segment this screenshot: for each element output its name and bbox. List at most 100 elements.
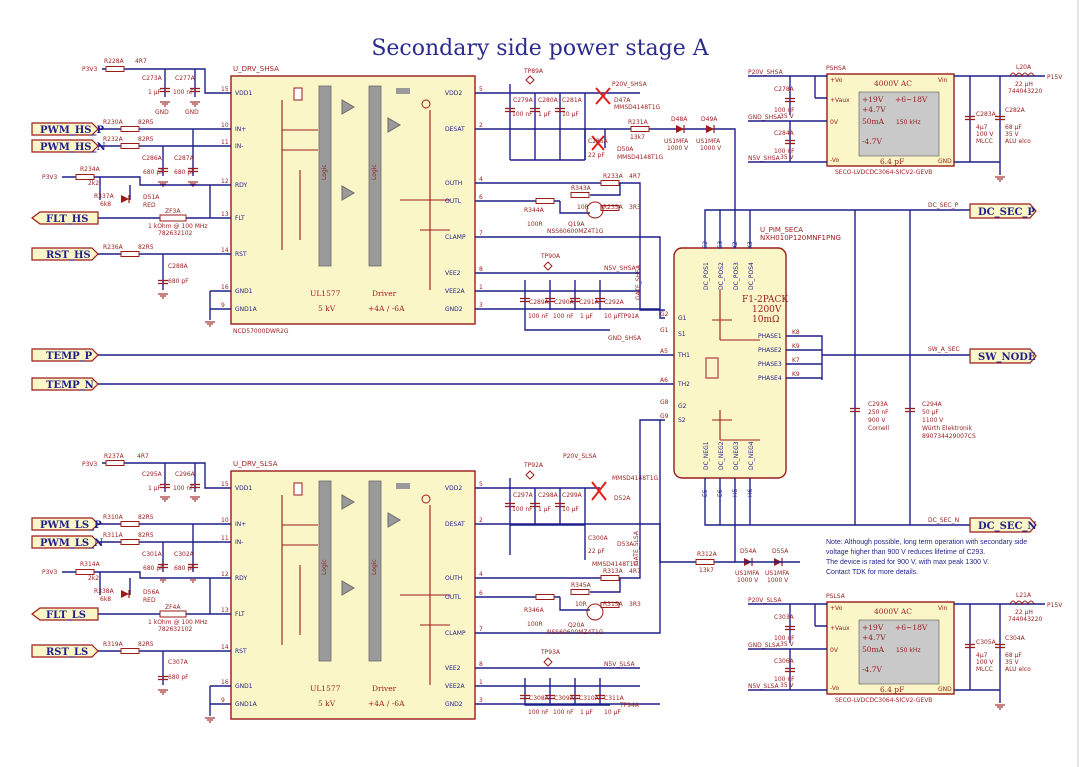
port-temp-p[interactable]: TEMP_P <box>31 348 99 362</box>
dc-sec-n-net: DC_SEC_N <box>928 517 959 524</box>
transistor-icon <box>586 201 604 219</box>
port-sw-node[interactable]: SW_NODE <box>969 348 1037 364</box>
port-flt-ls[interactable]: FLT_LS <box>31 607 99 621</box>
pullup-resistor <box>293 482 303 496</box>
port-label: DC_SEC_N <box>978 521 1037 532</box>
c293-value: 250 nF <box>868 409 889 416</box>
driver-pin-label: IN+ <box>235 521 246 528</box>
ls-input-network: P3V3 R237A 4R7 C295A 1 µF C296A 100 nF R… <box>42 453 231 723</box>
port-label: TEMP_N <box>46 380 94 391</box>
dcdc-pin-label: GND <box>938 158 952 165</box>
buffer-icon <box>341 494 355 510</box>
d51-value: RED <box>143 202 156 209</box>
r234-value: 2k2 <box>88 180 99 187</box>
tp90a-label: TP90A <box>540 253 561 260</box>
r310-value: 82R5 <box>138 514 154 521</box>
port-pwm-ls-n[interactable]: PWM_LS_N <box>31 535 103 549</box>
gnd-label: GND <box>155 109 169 116</box>
c311-value: 10 µF <box>604 709 621 716</box>
port-dc-sec-n[interactable]: DC_SEC_N <box>969 517 1037 533</box>
driver-pin-number: 3 <box>479 302 483 309</box>
p3v3-label: P3V3 <box>42 174 58 181</box>
c282-type: ALU elco <box>1005 138 1031 145</box>
dcdc-ls-i50: 50mA <box>862 645 885 654</box>
driver-pin-number: 7 <box>479 230 483 237</box>
r344-value: 100R <box>527 221 543 228</box>
driver-pin-number: 11 <box>221 535 229 542</box>
driver-pin-label: VEE2 <box>445 270 461 277</box>
comparator-icon <box>387 117 401 133</box>
port-dc-sec-p[interactable]: DC_SEC_P <box>969 203 1037 219</box>
port-rst-hs[interactable]: RST_HS <box>31 247 99 261</box>
port-rst-ls[interactable]: RST_LS <box>31 644 99 658</box>
c273-ref: C273A <box>142 75 163 82</box>
driver-hs-logic-label: Logic <box>321 164 328 180</box>
d48-value: 1000 V <box>667 145 689 152</box>
dcdc-pin-label: 0V <box>830 647 839 654</box>
dcdc-hs-v47p: +4.7V <box>862 105 886 114</box>
dcdc-hs: 4000V AC +Vo +Vaux 0V -Vo Vin GND +19V +… <box>748 64 1063 182</box>
driver-pin-number: 5 <box>479 481 483 488</box>
pullup-resistor <box>293 87 303 101</box>
c304-ref: C304A <box>1005 635 1026 642</box>
c287-value: 680 pF <box>174 169 195 176</box>
r232-value: 82R5 <box>138 136 154 143</box>
driver-pin-number: 8 <box>479 661 483 668</box>
port-temp-n[interactable]: TEMP_N <box>31 377 99 391</box>
module-pin-label: DC_NEG4 <box>748 441 755 470</box>
dcdc-pin-label: +Vaux <box>830 97 850 104</box>
r338-ref: R338A <box>94 588 115 595</box>
d54-value: 1000 V <box>737 577 759 584</box>
driver-pin-number: 12 <box>221 571 229 578</box>
r237-ref: R237A <box>104 453 125 460</box>
power-module: U_PIM_SECA NXH010P120MNF1PNG F1-2PACK 12… <box>660 226 841 497</box>
dcdc-hs-range: +6~18V <box>895 95 928 104</box>
dnp-cross-icon <box>591 135 605 151</box>
driver-pin-label: GND1 <box>235 288 253 295</box>
power-module-body <box>673 247 787 479</box>
c294-value: 50 µF <box>922 409 939 416</box>
hs-input-network: P3V3 R228A 4R7 C273A 1 µF C277A 100 nF G… <box>42 58 231 327</box>
r236-ref: R236A <box>103 244 124 251</box>
dnp-cross-icon <box>591 481 607 501</box>
module-pin-number: G2 <box>660 311 669 318</box>
p20v-shsa-label: P20V_SHSA <box>612 81 648 88</box>
c291-ref: C291A <box>579 299 600 306</box>
c280-ref: C280A <box>538 97 559 104</box>
driver-pin-label: VEE2 <box>445 665 461 672</box>
r315-value: 3R3 <box>629 601 641 608</box>
r233-ref: R233A <box>603 173 624 180</box>
transistor-icon <box>586 603 604 621</box>
gnd-slsa-label: GND_SLSA <box>748 642 781 649</box>
r232-ref: R232A <box>103 136 124 143</box>
dcdc-ls-block <box>858 619 940 685</box>
port-flt-hs[interactable]: FLT_HS <box>31 211 99 225</box>
port-pwm-hs-p[interactable]: PWM_HS_P <box>31 122 104 136</box>
driver-pin-number: 16 <box>221 679 229 686</box>
driver-pin-number: 13 <box>221 211 229 218</box>
current-source-icon <box>421 99 431 109</box>
driver-pin-label: IN+ <box>235 126 246 133</box>
c282-ref: C282A <box>1005 107 1026 114</box>
r228-ref: R228A <box>104 58 125 65</box>
driver-ls-drv-bar <box>368 480 382 662</box>
zf3-value: 1 kOhm @ 100 MHz <box>148 223 208 230</box>
p15v-label: P15V <box>1047 74 1063 81</box>
driver-pin-label: VDD1 <box>235 485 252 492</box>
c294-voltage: 1100 V <box>922 417 944 424</box>
dcdc-pin-label: -Vo <box>830 157 839 164</box>
note-line: The device is rated for 900 V, with max … <box>826 559 989 566</box>
c286-value: 680 pF <box>143 169 164 176</box>
port-pwm-hs-n[interactable]: PWM_HS_N <box>31 139 106 153</box>
r235-value: 3R3 <box>629 204 641 211</box>
p15v-label: P15V <box>1047 602 1063 609</box>
uvlo-block <box>396 483 410 489</box>
dcdc-hs-cap: 6.4 pF <box>880 157 904 166</box>
page-title: Secondary side power stage A <box>371 36 709 61</box>
q19-ref: Q19A <box>568 221 585 228</box>
port-pwm-ls-p[interactable]: PWM_LS_P <box>31 517 102 531</box>
driver-pin-number: 16 <box>221 284 229 291</box>
module-pin-label: DC_POS2 <box>718 262 725 290</box>
p20v-slsa-label: P20V_SLSA <box>748 597 782 604</box>
